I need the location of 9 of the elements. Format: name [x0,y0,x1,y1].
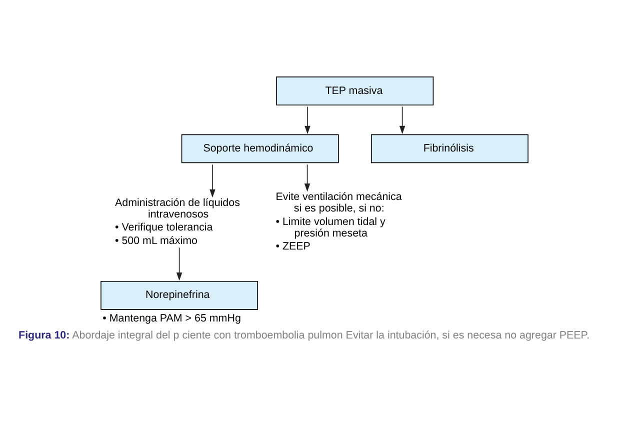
node-text: Evite ventilación mecánica si es posible, si no: • Limite volumen tidal y presión meseta • ZEEP [276,191,402,253]
caption: Figura 10: Abordaje integral del p ciente con tromboembolia pulmon Evitar la intubación, si es necesa no agregar PEEP. [18,330,590,342]
arrow [304,106,310,134]
arrow [304,164,310,192]
arrow [399,106,406,134]
arrow [210,164,216,198]
node-label: • Mantenga PAM > 65 mmHg [102,312,241,324]
node-text: Administración de líquidos intravenosos • Verifique tolerancia • 500 mL máximo [114,196,240,247]
arrow [176,247,182,281]
